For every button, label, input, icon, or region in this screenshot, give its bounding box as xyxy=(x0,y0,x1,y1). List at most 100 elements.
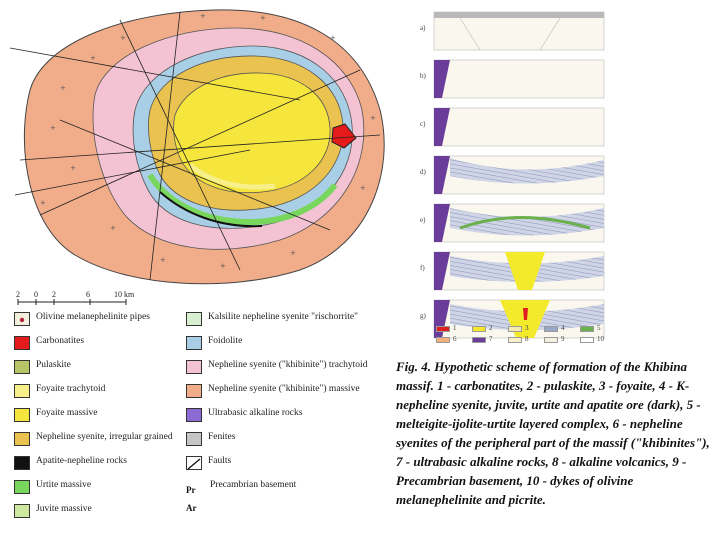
legend-swatch xyxy=(14,384,30,398)
stage-legend-number: 10 xyxy=(597,335,604,343)
stage-panel-c: c) xyxy=(420,107,605,147)
stage-label: g) xyxy=(420,312,427,320)
svg-text:+: + xyxy=(260,14,266,22)
legend-label: Nepheline syenite, irregular grained xyxy=(36,432,173,442)
legend-item: Foidolite xyxy=(186,336,242,350)
svg-text:+: + xyxy=(40,199,46,207)
legend-swatch xyxy=(14,480,30,494)
stage-label: d) xyxy=(420,168,427,176)
legend-item: Foyaite massive xyxy=(14,408,97,422)
stage-legend-swatch xyxy=(436,337,450,343)
legend-swatch xyxy=(14,408,30,422)
legend-item: Urtite massive xyxy=(14,480,91,494)
stage-panel-f: f) xyxy=(420,251,605,291)
legend-swatch xyxy=(14,456,30,470)
stage-panel-e: e) xyxy=(420,203,605,243)
stage-legend-number: 5 xyxy=(597,324,601,332)
legend-swatch: Pr Ar xyxy=(186,480,204,513)
stage-panel-b: b) xyxy=(420,59,605,99)
geological-map: +++ +++ +++ +++ +++ xyxy=(9,9,385,285)
stage-label: c) xyxy=(420,120,426,128)
scale-tick: 10 km xyxy=(114,290,135,299)
legend-label: Nepheline syenite ("khibinite") massive xyxy=(208,384,360,394)
legend-swatch xyxy=(186,384,202,398)
legend-swatch xyxy=(186,408,202,422)
stage-panel-d: d) xyxy=(420,155,605,195)
stage-legend-number: 3 xyxy=(525,324,529,332)
stage-label: e) xyxy=(420,216,426,224)
legend-label: Foidolite xyxy=(208,336,243,346)
foyaite-core xyxy=(173,72,331,194)
legend-item: Fenites xyxy=(186,432,235,446)
stage-label: a) xyxy=(420,24,426,32)
legend-label: Kalsilite nepheline syenite "rischorrite… xyxy=(208,312,358,322)
scale-tick: 2 xyxy=(52,290,56,299)
legend-label: Olivine melanephelinite pipes xyxy=(36,312,150,322)
fault-lines xyxy=(9,11,381,281)
svg-text:+: + xyxy=(90,54,96,62)
legend-swatch xyxy=(186,336,202,350)
legend-label: Faults xyxy=(208,456,232,466)
legend-label: Precambrian basement xyxy=(210,480,297,490)
stage-legend-swatch xyxy=(472,337,486,343)
legend-swatch xyxy=(186,456,202,470)
stage-legend-number: 9 xyxy=(561,335,565,343)
foyaite-trachytoid-band xyxy=(188,163,276,190)
svg-text:+: + xyxy=(290,249,296,257)
svg-text:+: + xyxy=(360,184,366,192)
svg-text:+: + xyxy=(220,262,226,270)
legend-swatch xyxy=(14,336,30,350)
legend-label: Urtite massive xyxy=(36,480,92,490)
stage-legend-swatch xyxy=(580,326,594,332)
legend-swatch xyxy=(14,504,30,518)
legend-item: Foyaite trachytoid xyxy=(14,384,105,398)
legend-label: Apatite-nepheline rocks xyxy=(36,456,128,466)
stage-legend-swatch xyxy=(472,326,486,332)
svg-text:+: + xyxy=(160,256,166,264)
legend-item: Pr Ar Precambrian basement xyxy=(186,480,297,513)
legend-item: Apatite-nepheline rocks xyxy=(14,456,127,470)
stage-legend-swatch xyxy=(544,337,558,343)
legend-item: Juvite massive xyxy=(14,504,92,518)
legend-item: Nepheline syenite ("khibinite") massive xyxy=(186,384,360,398)
svg-text:+: + xyxy=(200,12,206,20)
legend-swatch xyxy=(14,360,30,374)
texture-marks: +++ +++ +++ +++ +++ xyxy=(40,12,376,270)
legend-label: Fenites xyxy=(208,432,236,442)
stage-legend-number: 8 xyxy=(525,335,529,343)
legend-item: Carbonatites xyxy=(14,336,84,350)
legend-swatch xyxy=(186,312,202,326)
stage-legend-number: 2 xyxy=(489,324,493,332)
svg-text:+: + xyxy=(330,34,336,42)
legend-item: Faults xyxy=(186,456,231,470)
precambrian-symbol: Pr Ar xyxy=(186,485,197,513)
svg-text:+: + xyxy=(60,84,66,92)
stage-legend-number: 7 xyxy=(489,335,493,343)
stage-label: f) xyxy=(420,264,425,272)
apatite-band xyxy=(159,191,263,228)
legend-label: Carbonatites xyxy=(36,336,85,346)
scale-tick: 2 xyxy=(16,290,20,299)
stage-legend-swatch xyxy=(508,337,522,343)
legend-label: Foyaite massive xyxy=(36,408,98,418)
urtite-band xyxy=(147,173,338,226)
svg-text:+: + xyxy=(110,224,116,232)
legend-item: Ultrabasic alkaline rocks xyxy=(186,408,302,422)
legend-label: Juvite massive xyxy=(36,504,92,514)
stage-label: b) xyxy=(420,72,427,80)
stage-legend-swatch xyxy=(508,326,522,332)
scale-tick: 0 xyxy=(34,290,38,299)
carbonatite-body xyxy=(331,123,357,149)
legend-label: Ultrabasic alkaline rocks xyxy=(208,408,303,418)
stage-legend-number: 4 xyxy=(561,324,565,332)
stage-legend-swatch xyxy=(436,326,450,332)
legend-swatch xyxy=(14,312,30,326)
legend-item: Nepheline syenite, irregular grained xyxy=(14,432,173,446)
legend-item: Kalsilite nepheline syenite "rischorrite… xyxy=(186,312,358,326)
figure-caption: Fig. 4. Hypothetic scheme of formation o… xyxy=(396,359,710,507)
legend-item: Nepheline syenite ("khibinite") trachyto… xyxy=(186,360,367,374)
stage-legend-swatch xyxy=(580,337,594,343)
legend-swatch xyxy=(14,432,30,446)
